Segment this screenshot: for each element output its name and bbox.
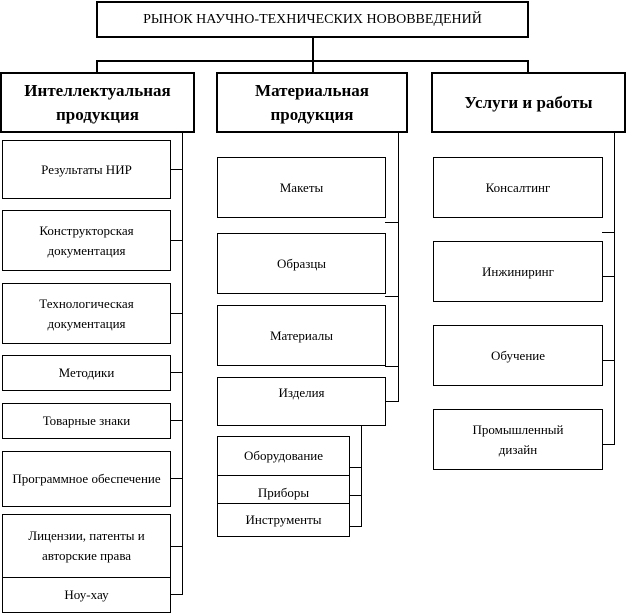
- connector: [170, 594, 182, 595]
- connector: [527, 60, 529, 74]
- connector: [182, 132, 183, 595]
- connector: [170, 169, 182, 170]
- subitem-box: Инструменты: [217, 503, 350, 537]
- category-material: Материальная продукция: [216, 72, 408, 133]
- item-box: Лицензии, патенты и авторские права: [2, 514, 171, 578]
- connector: [602, 444, 614, 445]
- connector: [385, 296, 398, 297]
- item-box: Макеты: [217, 157, 386, 218]
- connector: [385, 401, 398, 402]
- connector: [602, 232, 614, 233]
- item-box: Технологическая документация: [2, 283, 171, 344]
- connector: [170, 372, 182, 373]
- item-box: Промышленный дизайн: [433, 409, 603, 470]
- connector: [170, 240, 182, 241]
- item-box: Материалы: [217, 305, 386, 366]
- connector: [361, 425, 362, 527]
- connector: [349, 526, 361, 527]
- connector: [385, 366, 398, 367]
- connector: [170, 313, 182, 314]
- item-box: Обучение: [433, 325, 603, 386]
- connector: [398, 132, 399, 402]
- connector: [312, 37, 314, 62]
- item-box: Изделия: [217, 377, 386, 426]
- item-box: Программное обеспечение: [2, 451, 171, 507]
- connector: [170, 420, 182, 421]
- item-box: Инжиниринг: [433, 241, 603, 302]
- category-services: Услуги и работы: [431, 72, 626, 133]
- connector: [385, 222, 398, 223]
- category-intellectual: Интеллектуальная продукция: [0, 72, 195, 133]
- item-box: Ноу-хау: [2, 577, 171, 613]
- subitem-box: Оборудование: [217, 436, 350, 476]
- connector: [170, 478, 182, 479]
- subitem-box: Приборы: [217, 475, 350, 504]
- connector: [602, 276, 614, 277]
- connector: [312, 60, 314, 74]
- item-box: Методики: [2, 355, 171, 391]
- item-box: Образцы: [217, 233, 386, 294]
- connector: [349, 467, 361, 468]
- connector: [96, 60, 98, 74]
- item-box: Товарные знаки: [2, 403, 171, 439]
- item-box: Результаты НИР: [2, 140, 171, 199]
- connector: [614, 132, 615, 445]
- root-title-box: РЫНОК НАУЧНО-ТЕХНИЧЕСКИХ НОВОВВЕДЕНИЙ: [96, 1, 529, 38]
- connector: [602, 360, 614, 361]
- item-box: Консалтинг: [433, 157, 603, 218]
- connector: [349, 495, 361, 496]
- connector: [170, 546, 182, 547]
- item-box: Конструкторская документация: [2, 210, 171, 271]
